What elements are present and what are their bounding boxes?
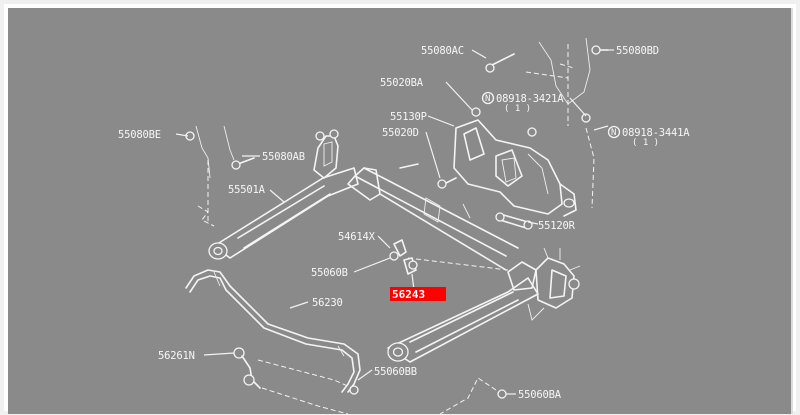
right-trailing-arm bbox=[387, 261, 539, 363]
nut-marker-08918-3421a: N bbox=[481, 91, 495, 105]
diagram-panel: 55080AC 55080BD 55020BA N 08918-3421A ( … bbox=[8, 8, 793, 414]
left-trailing-arm bbox=[208, 129, 359, 260]
label-55120r: 55120R bbox=[538, 220, 576, 232]
label-56230: 56230 bbox=[312, 297, 343, 309]
nut-marker-symbol: N bbox=[485, 94, 490, 104]
label-55020ba: 55020BA bbox=[380, 77, 424, 89]
label-55130p: 55130P bbox=[390, 111, 427, 123]
left-body-mount bbox=[195, 125, 235, 227]
stabilizer-link-56243 bbox=[389, 239, 418, 275]
label-55501a: 55501A bbox=[228, 184, 266, 196]
label-56243: 56243 bbox=[392, 288, 425, 301]
rear-suspension-parts-diagram: 55080AC 55080BD 55020BA N 08918-3421A ( … bbox=[118, 37, 690, 414]
nut-marker-symbol-2: N bbox=[611, 128, 616, 138]
nut-marker-08918-3441a: N bbox=[607, 125, 621, 139]
label-55080ac: 55080AC bbox=[421, 45, 464, 57]
rear-knuckle-hub bbox=[527, 247, 581, 321]
label-55080ab: 55080AB bbox=[262, 151, 305, 163]
part-labels: 55080AC 55080BD 55020BA N 08918-3421A ( … bbox=[118, 45, 690, 401]
crossmember bbox=[347, 167, 519, 271]
stabilizer-bar bbox=[185, 269, 361, 393]
label-55060ba: 55060BA bbox=[518, 389, 562, 401]
label-55060bb: 55060BB bbox=[374, 366, 417, 378]
stabilizer-link-56261n bbox=[233, 347, 359, 414]
label-56261n: 56261N bbox=[158, 350, 195, 362]
differential-mount-member bbox=[453, 119, 577, 217]
label-08918-3441a: 08918-3441A bbox=[622, 127, 690, 139]
leader-lines bbox=[175, 49, 614, 395]
qty-08918-3441a: ( 1 ) bbox=[632, 138, 659, 148]
reference-lines bbox=[407, 127, 595, 414]
label-55060b: 55060B bbox=[311, 267, 348, 279]
label-54614x: 54614X bbox=[338, 231, 376, 243]
label-55020d: 55020D bbox=[382, 127, 419, 139]
highlighted-part-56243: 56243 bbox=[390, 287, 446, 301]
label-55080bd: 55080BD bbox=[616, 45, 659, 57]
link-55120r bbox=[495, 212, 533, 230]
body-mount-bracket bbox=[525, 37, 591, 126]
qty-08918-3421a: ( 1 ) bbox=[504, 104, 531, 114]
label-08918-3421a: 08918-3421A bbox=[496, 93, 564, 105]
label-55080be: 55080BE bbox=[118, 129, 161, 141]
